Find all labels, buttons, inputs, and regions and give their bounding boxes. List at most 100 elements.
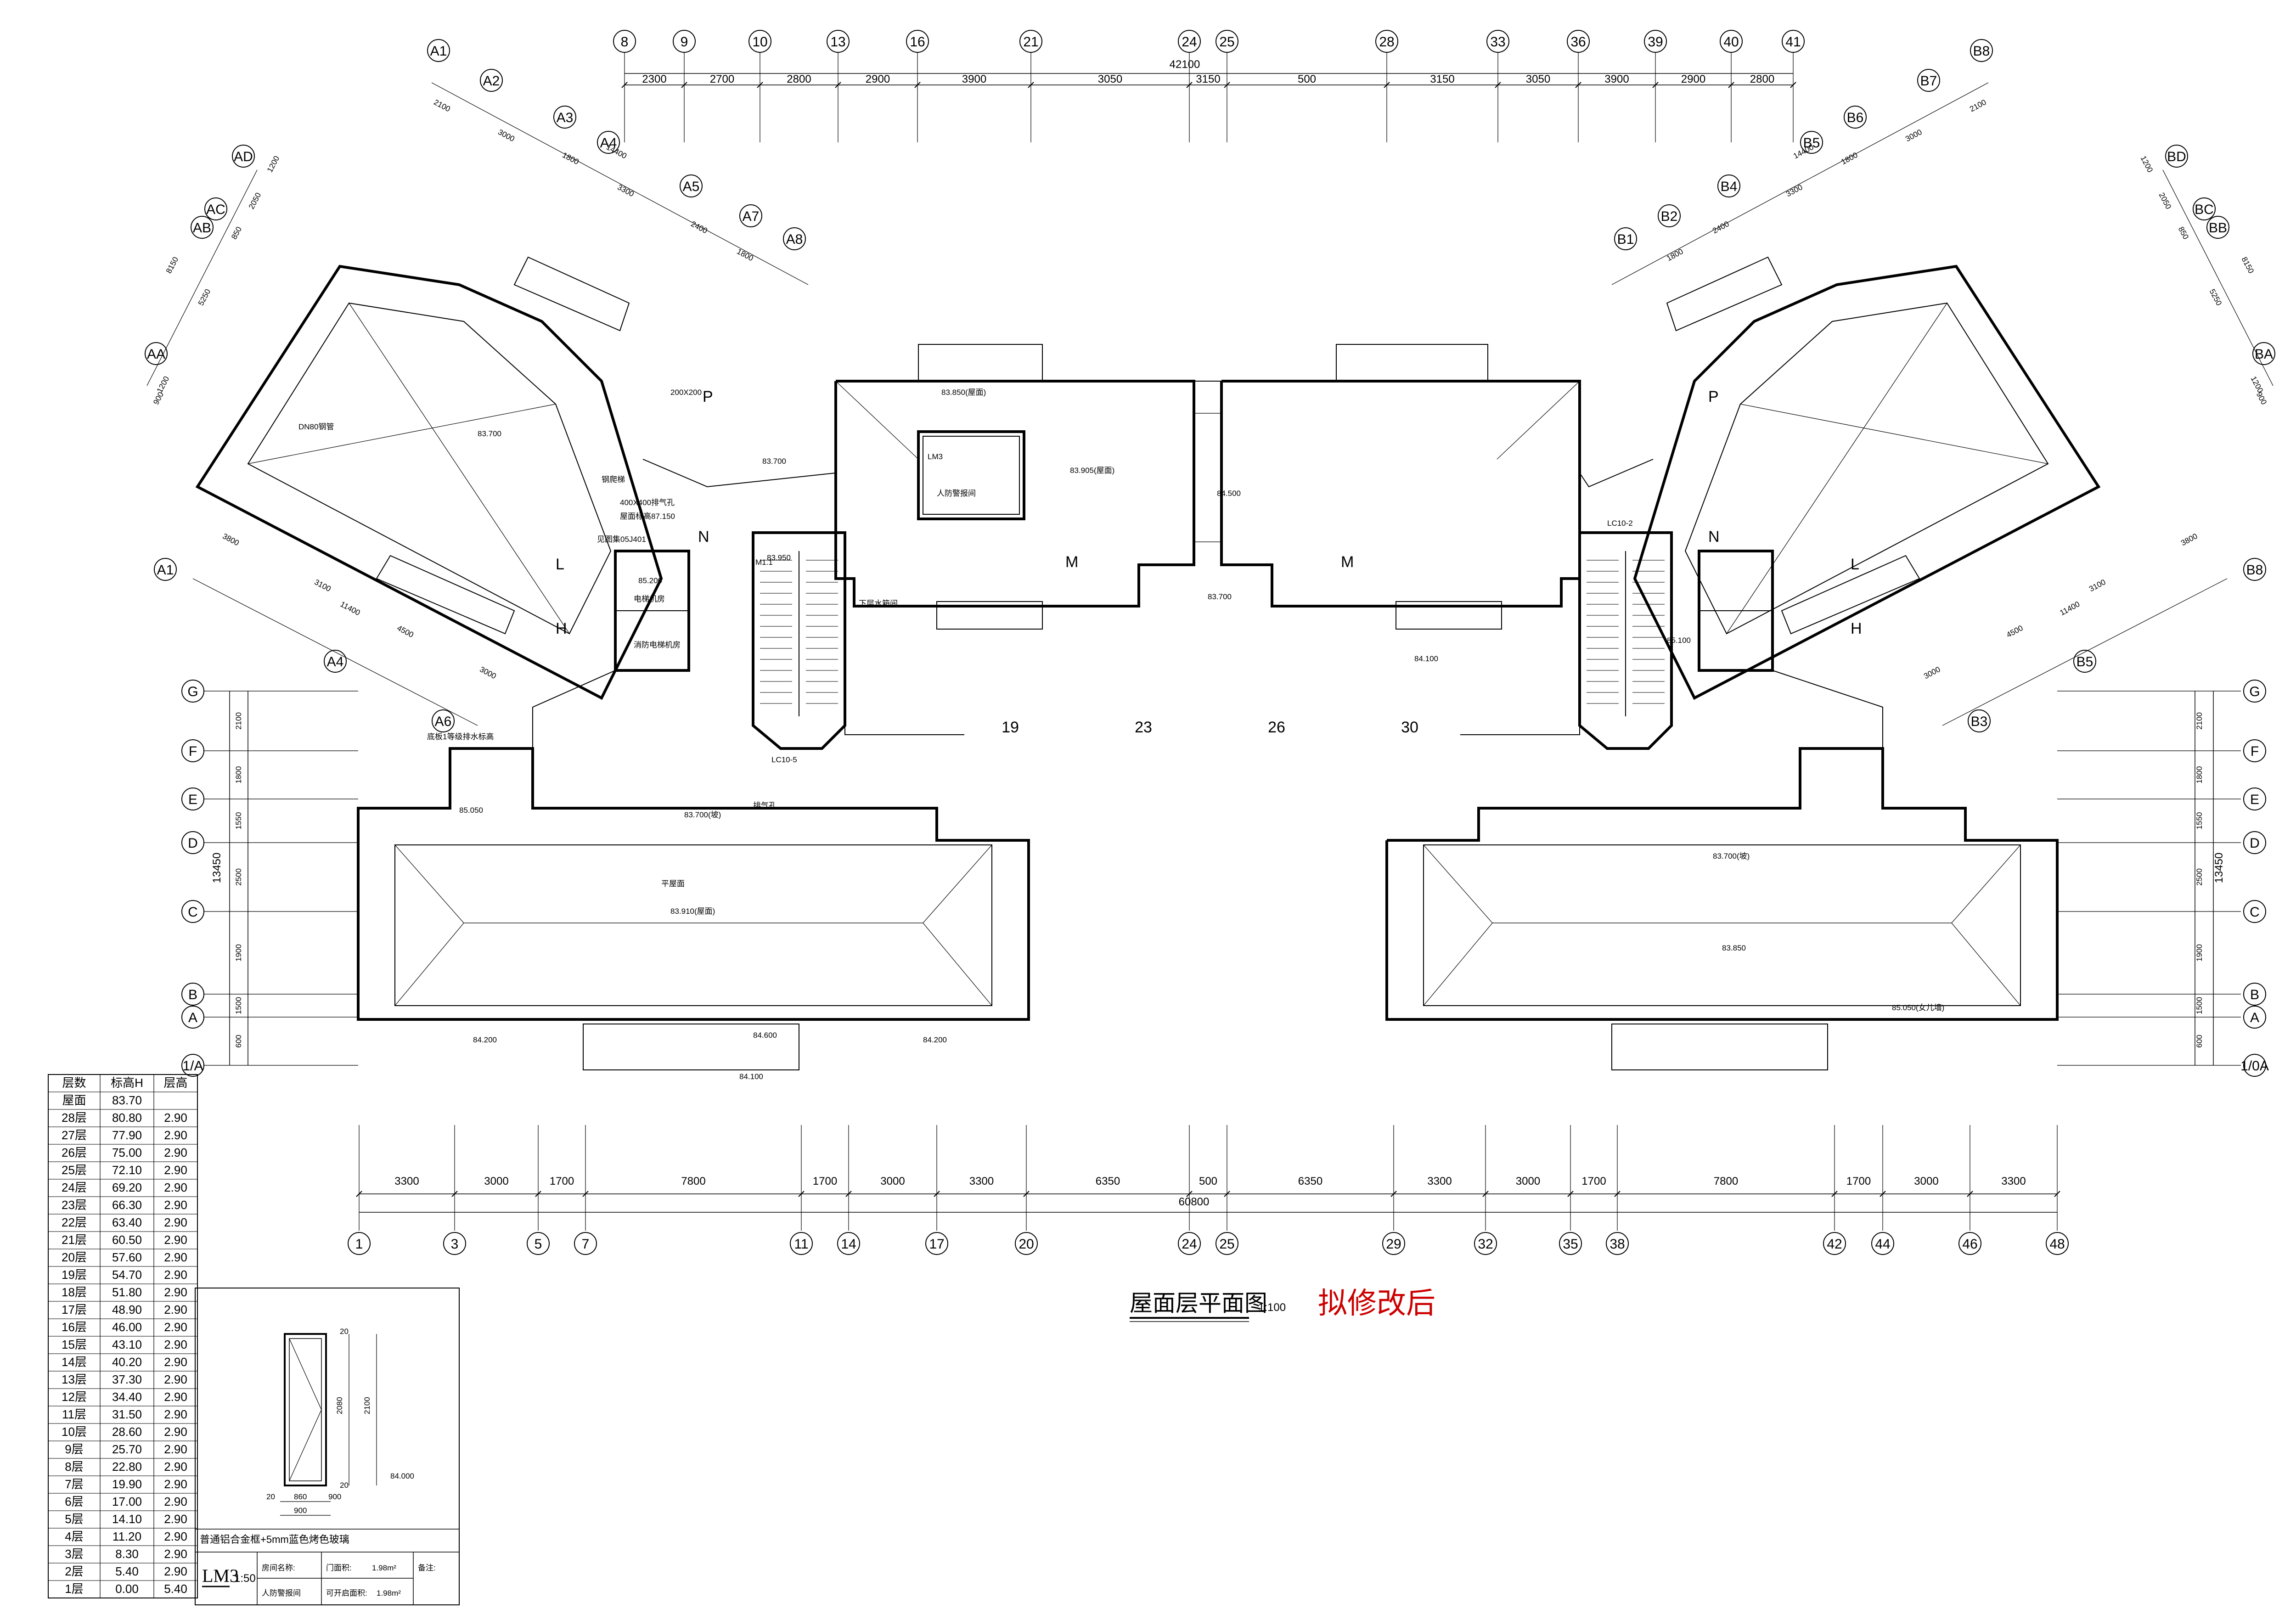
table-cell: 2.90 [164, 1146, 187, 1159]
elevation-label: 83.700 [1208, 592, 1232, 601]
table-cell: 9层 [65, 1442, 83, 1456]
bottom-dim: 3000 [1914, 1175, 1938, 1187]
elevation-label: 85.050 [459, 806, 483, 815]
right-side-dim: 2500 [2195, 868, 2204, 886]
left-axis-bubble: C [188, 905, 198, 920]
right-axis-bubble-circle [2243, 1006, 2266, 1029]
right-wing-total: 11400 [2059, 600, 2082, 617]
table-cell: 2.90 [164, 1320, 187, 1334]
note-label: 下层水箱间 [859, 599, 898, 608]
right-wing-dim: 1200 [2139, 154, 2155, 174]
left-wing-dim: 3000 [496, 128, 516, 144]
door-area: 1.98m² [372, 1564, 396, 1572]
door-dim: 900 [294, 1506, 307, 1515]
note-label: 电梯机房 [634, 595, 665, 603]
right-side-dim: 1500 [2195, 997, 2204, 1014]
table-cell: 63.40 [112, 1215, 142, 1229]
left-wing-axis-bubble-circle [154, 558, 177, 581]
bottom-axis-bubble-circle [1958, 1232, 1981, 1255]
bottom-axis-bubble: 35 [1563, 1237, 1578, 1252]
note-label: 排气孔 [753, 801, 777, 810]
bottom-axis-bubble-circle [1606, 1232, 1629, 1255]
right-axis-bubble-circle [2243, 900, 2266, 923]
right-wing-axis-bubble: B1 [1617, 232, 1634, 247]
bottom-axis-bubble: 38 [1609, 1237, 1625, 1252]
right-wing-dim: 4500 [2005, 624, 2024, 640]
note-label: LC10-2 [1607, 519, 1633, 528]
top-dim: 2800 [787, 73, 811, 85]
table-cell: 66.30 [112, 1198, 142, 1212]
door-material: 普通铝合金框+5mm蓝色烤色玻璃 [200, 1534, 349, 1545]
note-label: 平屋面 [661, 879, 685, 888]
table-cell: 15层 [62, 1338, 87, 1351]
bottom-axis-bubble: 42 [1827, 1237, 1842, 1252]
bottom-dim: 1700 [550, 1175, 574, 1187]
bottom-dim: 1700 [1581, 1175, 1606, 1187]
left-axis-bubble-circle [181, 983, 204, 1006]
left-axis-bubble-circle [181, 900, 204, 923]
right-axis-bubble-circle [2243, 1054, 2266, 1077]
table-cell: 11层 [62, 1407, 86, 1421]
table-cell: 1层 [65, 1582, 83, 1596]
top-axis-bubble-circle [1375, 30, 1398, 53]
bottom-axis-bubble-circle [2046, 1232, 2069, 1255]
bottom-axis-bubble-circle [790, 1232, 813, 1255]
table-cell: 2.90 [164, 1425, 187, 1439]
bottom-axis-bubble: 5 [535, 1237, 542, 1252]
top-dim: 3900 [962, 73, 986, 85]
bottom-dim: 3300 [969, 1175, 994, 1187]
left-wing-dim: 3100 [313, 578, 332, 594]
table-header: 层数 [62, 1076, 86, 1090]
table-cell: 14层 [62, 1355, 87, 1369]
right-axis-bubble: A [2250, 1010, 2259, 1025]
left-wing-axis-bubble-circle [783, 227, 806, 250]
table-cell: 83.70 [112, 1093, 142, 1107]
right-axis-bubble-circle [2243, 788, 2266, 810]
elevation-label: 85.200 [638, 576, 662, 585]
left-wing-axis-bubble: AA [147, 347, 165, 362]
note-label: DN80钢管 [298, 422, 334, 431]
left-wing-total: 8150 [164, 255, 180, 275]
top-axis-bubble: 25 [1219, 34, 1234, 50]
zone-letter: L [556, 556, 564, 573]
table-cell: 2.90 [164, 1268, 187, 1282]
elevation-label: 84.500 [1217, 489, 1241, 498]
right-side-dim: 2100 [2195, 712, 2204, 730]
right-wing-axis-bubble-circle [2073, 650, 2096, 673]
top-axis-bubble-circle [673, 30, 696, 53]
left-axis-bubble: F [189, 744, 197, 759]
door-sill-elevation: 84.000 [390, 1472, 414, 1480]
right-wing-axis-bubble-circle [1917, 69, 1940, 92]
bottom-dim: 3000 [1516, 1175, 1540, 1187]
right-side-dim: 600 [2195, 1035, 2204, 1047]
right-side-total-dim: 13450 [2213, 853, 2225, 883]
bottom-axis-bubble-circle [1559, 1232, 1582, 1255]
right-side-dim: 1550 [2195, 812, 2204, 830]
right-axis-bubble-circle [2243, 831, 2266, 854]
left-side-dim: 1550 [234, 812, 243, 830]
right-wing-axis-bubble-circle [1968, 709, 1991, 732]
right-wing-axis-bubble: B5 [2077, 654, 2093, 669]
bottom-dim: 3300 [1427, 1175, 1452, 1187]
left-axis-bubble-circle [181, 739, 204, 762]
left-side-dim: 1800 [234, 766, 243, 784]
note-label: 200X200 [670, 388, 702, 397]
note-label: 屋面标高87.150 [620, 512, 675, 521]
left-wing-axis-bubble: A5 [683, 179, 700, 194]
right-axis-bubble: C [2250, 905, 2260, 920]
table-cell: 2.90 [164, 1233, 187, 1247]
right-wing-axis-bubble: B7 [1920, 73, 1937, 89]
table-cell: 24层 [62, 1181, 87, 1194]
bottom-axis-bubble: 44 [1875, 1237, 1890, 1252]
table-cell: 54.70 [112, 1268, 142, 1282]
top-axis-bubble-circle [1216, 30, 1238, 53]
drawing-title: 屋面层平面图 [1130, 1290, 1267, 1316]
table-cell: 2.90 [164, 1477, 187, 1491]
bottom-axis-bubble-circle [1474, 1232, 1497, 1255]
table-cell: 48.90 [112, 1303, 142, 1316]
bottom-axis-bubble: 7 [582, 1237, 590, 1252]
right-wing-dim: 3000 [1922, 665, 1941, 681]
right-wing-axis-bubble-circle [1614, 227, 1637, 250]
bottom-axis-bubble: 24 [1182, 1237, 1197, 1252]
right-axis-bubble-circle [2243, 739, 2266, 762]
